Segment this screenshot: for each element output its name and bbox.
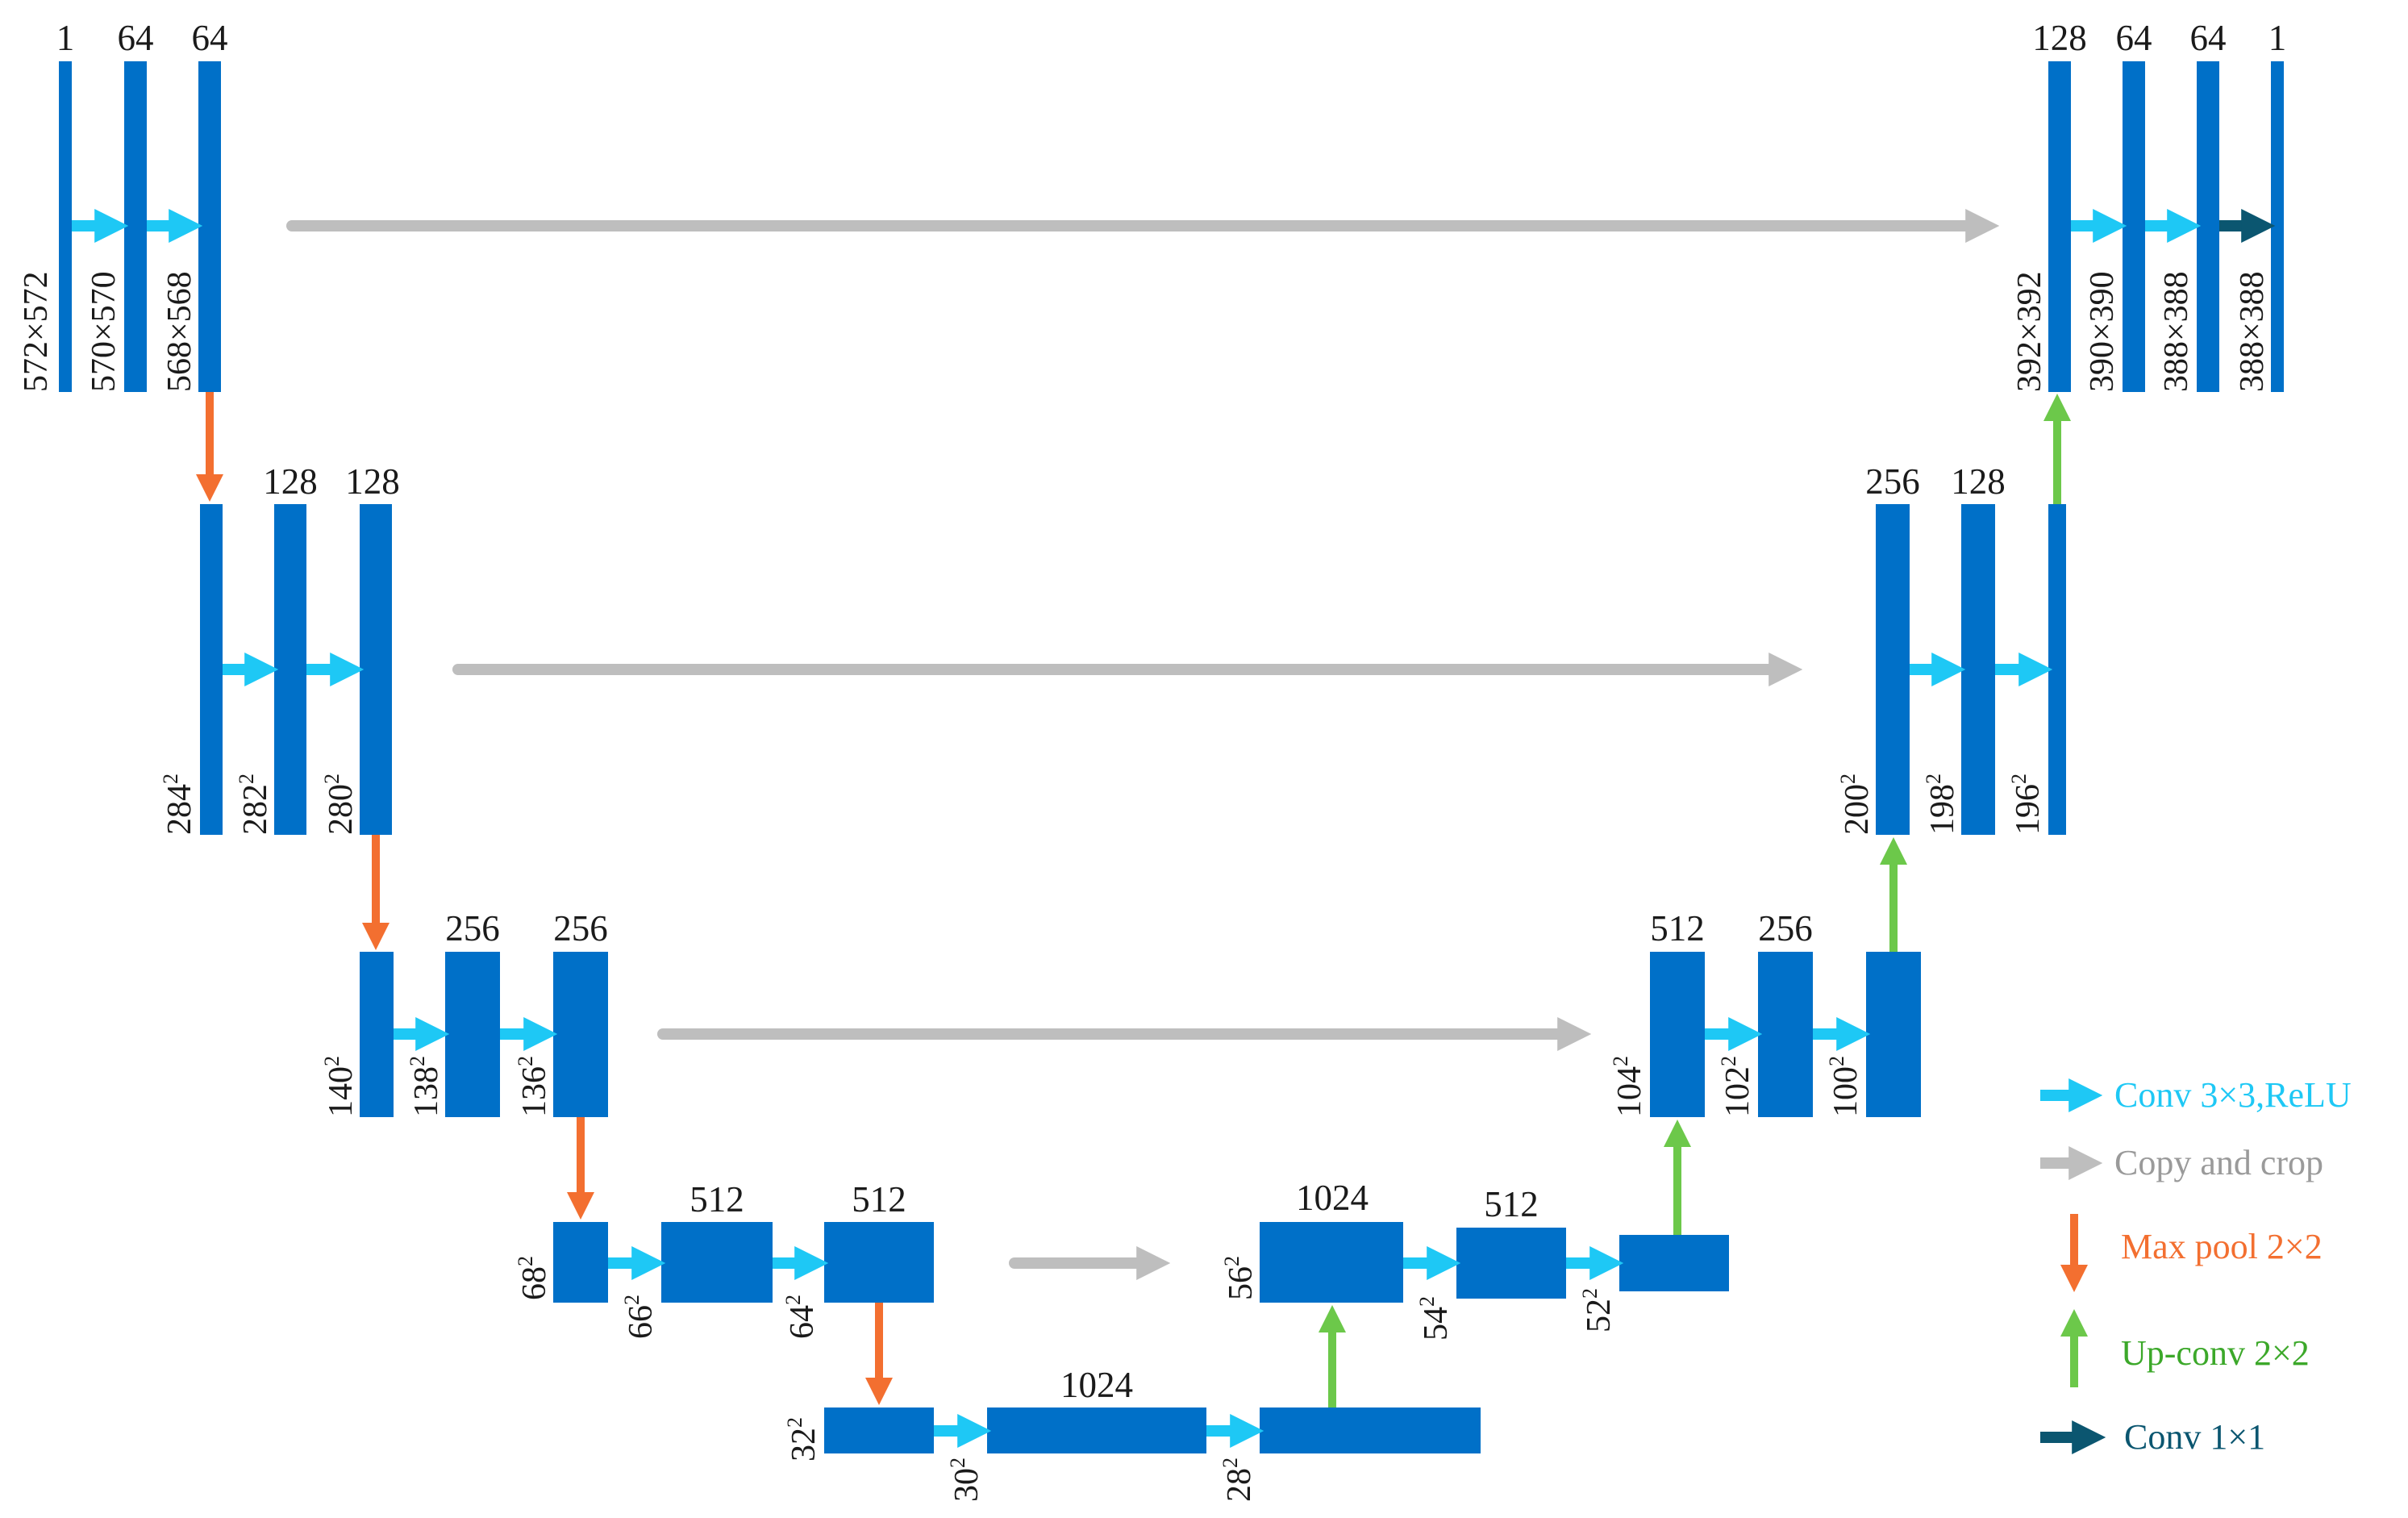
copy-crop-arrows — [286, 209, 2000, 1280]
size-label: 562 — [1220, 1256, 1260, 1300]
block-d4a — [1260, 1222, 1403, 1303]
block-d2a — [1876, 504, 1910, 835]
channel-label: 128 — [345, 461, 400, 502]
block-d2c — [2048, 504, 2066, 835]
channel-label: 64 — [2116, 18, 2152, 58]
block-d1b — [2123, 61, 2145, 392]
block-e3b — [445, 952, 500, 1117]
channel-label: 128 — [1951, 461, 2006, 502]
size-label: 1402 — [320, 1056, 360, 1117]
block-d1c — [2197, 61, 2219, 392]
block-b2 — [987, 1407, 1206, 1453]
size-label: 2842 — [159, 774, 198, 835]
size-label: 388×388 — [2234, 271, 2271, 392]
size-label: 1022 — [1717, 1056, 1756, 1117]
legend-copy-label: Copy and crop — [2114, 1143, 2323, 1182]
block-e4b — [661, 1222, 773, 1303]
size-labels: 572×572 570×570 568×568 392×392 390×390 … — [18, 271, 2271, 1502]
block-e3a — [360, 952, 394, 1117]
block-d3c — [1866, 952, 1921, 1117]
channel-label: 256 — [1758, 908, 1813, 949]
size-label: 642 — [781, 1295, 821, 1339]
size-label: 1002 — [1825, 1056, 1864, 1117]
channel-label: 256 — [1865, 461, 1920, 502]
channel-label: 256 — [553, 908, 608, 949]
feature-map-blocks — [59, 61, 2284, 1453]
block-e4c — [824, 1222, 934, 1303]
block-b3 — [1260, 1407, 1481, 1453]
size-label: 1382 — [406, 1056, 445, 1117]
block-d1d — [2271, 61, 2284, 392]
channel-label: 1 — [2268, 18, 2287, 58]
block-d2b — [1961, 504, 1995, 835]
size-label: 1982 — [1922, 774, 1961, 835]
channel-label: 256 — [445, 908, 500, 949]
channel-label: 1 — [56, 18, 75, 58]
size-label: 682 — [514, 1256, 553, 1300]
size-label: 662 — [620, 1295, 660, 1339]
block-e1c — [198, 61, 221, 392]
size-label: 522 — [1578, 1288, 1618, 1332]
channel-label: 64 — [2190, 18, 2227, 58]
channel-label: 128 — [2032, 18, 2087, 58]
legend-upconv-label: Up-conv 2×2 — [2121, 1333, 2310, 1373]
channel-label: 512 — [689, 1179, 744, 1220]
channel-label: 64 — [118, 18, 154, 58]
size-label: 1962 — [2007, 774, 2047, 835]
legend-conv-label: Conv 3×3,ReLU — [2114, 1075, 2352, 1115]
block-b1 — [824, 1407, 934, 1453]
block-d3a — [1650, 952, 1705, 1117]
size-label: 322 — [783, 1417, 823, 1462]
channel-labels: 1 64 64 128 128 256 256 512 512 1024 102… — [56, 18, 2287, 1405]
block-d4b — [1456, 1228, 1566, 1299]
size-label: 1362 — [514, 1056, 553, 1117]
channel-label: 512 — [852, 1179, 906, 1220]
channel-label: 1024 — [1060, 1365, 1133, 1405]
size-label: 282 — [1219, 1458, 1258, 1502]
block-e2b — [274, 504, 306, 835]
size-label: 570×570 — [85, 271, 123, 392]
size-label: 1042 — [1609, 1056, 1648, 1117]
channel-label: 64 — [192, 18, 228, 58]
size-label: 572×572 — [18, 271, 55, 392]
size-label: 392×392 — [2011, 271, 2048, 392]
block-e3c — [553, 952, 608, 1117]
size-label: 302 — [946, 1458, 985, 1502]
block-e4a — [553, 1222, 608, 1303]
block-e2a — [200, 504, 223, 835]
size-label: 2002 — [1836, 774, 1876, 835]
block-d4c — [1619, 1235, 1729, 1291]
legend-conv1x1-label: Conv 1×1 — [2124, 1417, 2265, 1457]
block-d1a — [2048, 61, 2071, 392]
size-label: 2802 — [320, 774, 360, 835]
conv-arrows — [72, 209, 2202, 1448]
channel-label: 128 — [263, 461, 318, 502]
channel-label: 1024 — [1296, 1178, 1369, 1218]
size-label: 568×568 — [161, 271, 198, 392]
block-d3b — [1758, 952, 1813, 1117]
channel-label: 512 — [1650, 908, 1705, 949]
block-e2c — [360, 504, 392, 835]
legend-pool-label: Max pool 2×2 — [2121, 1227, 2323, 1266]
size-label: 2822 — [235, 774, 274, 835]
upconv-arrows — [1318, 394, 2071, 1407]
size-label: 390×390 — [2084, 271, 2121, 392]
size-label: 542 — [1415, 1296, 1455, 1341]
channel-label: 512 — [1484, 1184, 1539, 1224]
block-e1a — [59, 61, 72, 392]
maxpool-arrows — [196, 392, 894, 1405]
size-label: 388×388 — [2158, 271, 2195, 392]
legend: Conv 3×3,ReLU Copy and crop Max pool 2×2… — [2040, 1075, 2352, 1457]
block-e1b — [124, 61, 147, 392]
